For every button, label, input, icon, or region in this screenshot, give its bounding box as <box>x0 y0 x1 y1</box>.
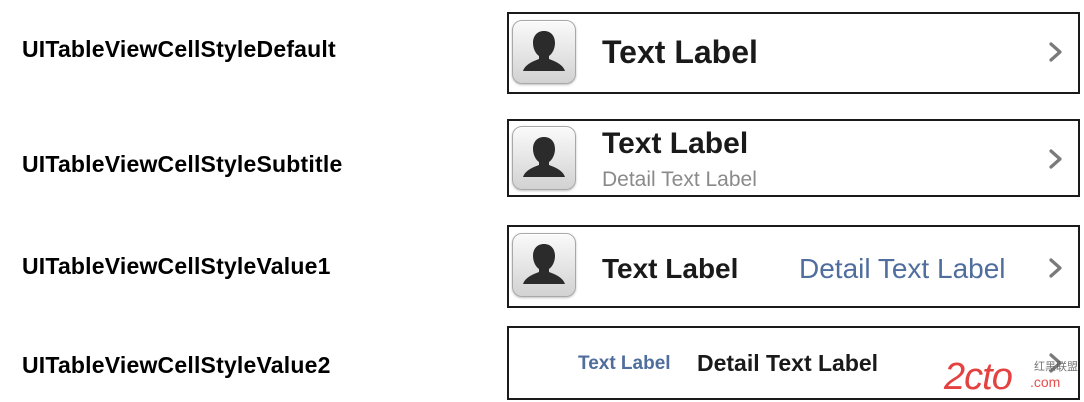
text-label: Text Label <box>602 127 749 160</box>
table-cell-value1[interactable]: Text Label Detail Text Label <box>507 225 1080 308</box>
style-name-default: UITableViewCellStyleDefault <box>22 36 336 62</box>
detail-text-label: Detail Text Label <box>697 350 879 376</box>
chevron-right-icon <box>1049 258 1062 278</box>
style-name-subtitle: UITableViewCellStyleSubtitle <box>22 151 343 177</box>
chevron-right-icon <box>1049 42 1062 62</box>
detail-text-label: Detail Text Label <box>602 168 757 191</box>
person-silhouette-icon <box>512 20 576 84</box>
chevron-right-icon <box>1049 353 1062 373</box>
person-silhouette-icon <box>512 126 576 190</box>
watermark-brand: 2cto <box>944 356 1013 398</box>
watermark-logo: 2cto .com 红黑联盟 <box>944 356 1084 402</box>
table-cell-default[interactable]: Text Label <box>507 12 1080 94</box>
table-cell-value2[interactable]: Text Label Detail Text Label <box>507 326 1080 400</box>
detail-text-label: Detail Text Label <box>799 253 1006 284</box>
style-name-value2: UITableViewCellStyleValue2 <box>22 352 331 378</box>
person-silhouette-icon <box>512 233 576 297</box>
text-label: Text Label <box>578 353 671 374</box>
text-label: Text Label <box>602 253 739 284</box>
text-label: Text Label <box>602 34 758 70</box>
watermark-domain: .com <box>1030 374 1061 390</box>
chevron-right-icon <box>1049 149 1062 169</box>
table-cell-subtitle[interactable]: Text Label Detail Text Label <box>507 119 1080 197</box>
style-name-value1: UITableViewCellStyleValue1 <box>22 253 331 279</box>
watermark-tagline: 红黑联盟 <box>1034 361 1078 373</box>
